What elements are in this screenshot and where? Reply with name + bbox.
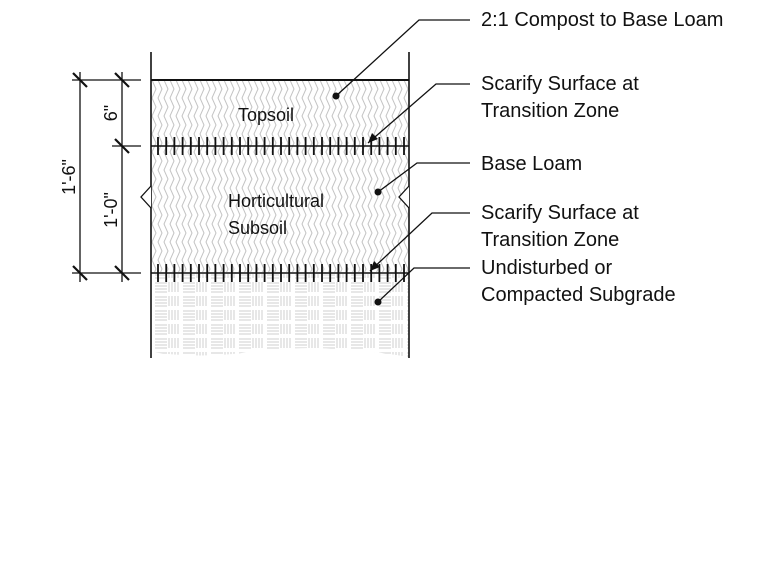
soil-hatch-line bbox=[247, 80, 253, 272]
subsoil-label-line1: Horticultural bbox=[228, 191, 324, 211]
soil-hatch-line bbox=[361, 80, 367, 272]
right-break-symbol bbox=[398, 185, 410, 209]
soil-hatch-line bbox=[313, 80, 319, 272]
topsoil-depth-label: 6" bbox=[101, 105, 121, 121]
soil-hatch-line bbox=[163, 80, 169, 272]
subgrade-callout-line1: Undisturbed or bbox=[481, 257, 613, 279]
compost-leader-dot bbox=[332, 92, 340, 100]
soil-hatch-line bbox=[343, 80, 349, 272]
subgrade-hatch-pattern bbox=[151, 274, 409, 357]
soil-hatch-line bbox=[325, 80, 331, 272]
dimension-tick bbox=[72, 265, 88, 281]
soil-hatch-line bbox=[379, 80, 385, 272]
dimension-tick bbox=[114, 265, 130, 281]
soil-hatch-line bbox=[151, 80, 157, 272]
soil-hatch-line bbox=[271, 80, 277, 272]
soil-hatch-pattern bbox=[146, 80, 414, 278]
scarify-bottom-callout-line1: Scarify Surface at bbox=[481, 202, 639, 224]
left-break-symbol bbox=[140, 185, 152, 209]
soil-hatch-line bbox=[157, 80, 163, 272]
base-loam-leader-line bbox=[377, 162, 470, 193]
soil-hatch-line bbox=[385, 80, 391, 272]
soil-hatch-line bbox=[217, 80, 223, 272]
soil-hatch-line bbox=[193, 80, 199, 272]
scarify-top-callout-line1: Scarify Surface at bbox=[481, 73, 639, 95]
soil-hatch-line bbox=[235, 80, 241, 272]
subsoil-depth-label: 1'-0" bbox=[101, 192, 121, 228]
soil-hatch-line bbox=[307, 80, 313, 272]
soil-hatch-line bbox=[349, 80, 355, 272]
soil-hatch-line bbox=[199, 80, 205, 272]
base-loam-callout-label: Base Loam bbox=[481, 153, 582, 175]
scarify-top-callout-line2: Transition Zone bbox=[481, 100, 619, 122]
soil-hatch-line bbox=[265, 80, 271, 272]
subsoil-label-line2: Subsoil bbox=[228, 218, 287, 238]
soil-hatch-line bbox=[367, 80, 373, 272]
topsoil-label: Topsoil bbox=[238, 105, 294, 125]
soil-hatch-line bbox=[331, 80, 337, 272]
dimension-tick bbox=[72, 72, 88, 88]
soil-hatch-line bbox=[211, 80, 217, 272]
soil-hatch-line bbox=[283, 80, 289, 272]
soil-hatch-line bbox=[355, 80, 361, 272]
lower-scarify-ticks bbox=[157, 264, 405, 282]
soil-hatch-line bbox=[187, 80, 193, 272]
soil-hatch-line bbox=[169, 80, 175, 272]
dimension-tick bbox=[114, 138, 130, 154]
soil-hatch-line bbox=[205, 80, 211, 272]
soil-hatch-line bbox=[410, 80, 414, 278]
soil-hatch-line bbox=[337, 80, 343, 272]
soil-hatch-line bbox=[295, 80, 301, 272]
soil-hatch-line bbox=[289, 80, 295, 272]
subgrade-leader-dot bbox=[374, 298, 382, 306]
soil-hatch-line bbox=[175, 80, 181, 272]
soil-hatch-line bbox=[319, 80, 325, 272]
soil-hatch-line bbox=[301, 80, 307, 272]
soil-hatch-line bbox=[181, 80, 187, 272]
scarify-top-leader-line bbox=[367, 83, 470, 144]
compost-callout-label: 2:1 Compost to Base Loam bbox=[481, 9, 723, 31]
total-depth-label: 1'-6" bbox=[59, 159, 79, 195]
scarify-bottom-leader-arrow bbox=[370, 261, 380, 271]
soil-hatch-line bbox=[403, 80, 409, 272]
subgrade-leader-line bbox=[377, 267, 470, 303]
soil-hatch-line bbox=[146, 80, 150, 278]
soil-hatch-line bbox=[259, 80, 265, 272]
upper-scarify-ticks bbox=[157, 137, 405, 155]
scarify-top-leader-arrow bbox=[368, 133, 378, 143]
soil-hatch-line bbox=[277, 80, 283, 272]
scarify-bottom-callout-line2: Transition Zone bbox=[481, 229, 619, 251]
soil-hatch-line bbox=[373, 80, 379, 272]
soil-hatch-line bbox=[397, 80, 403, 272]
soil-hatch-line bbox=[253, 80, 259, 272]
soil-hatch-line bbox=[241, 80, 247, 272]
base-loam-leader-dot bbox=[374, 188, 382, 196]
scarify-bottom-leader-line bbox=[369, 212, 470, 272]
soil-hatch-line bbox=[229, 80, 235, 272]
soil-hatch-line bbox=[223, 80, 229, 272]
dimension-tick bbox=[114, 72, 130, 88]
subgrade-callout-line2: Compacted Subgrade bbox=[481, 284, 676, 306]
compost-leader-line bbox=[335, 19, 470, 97]
